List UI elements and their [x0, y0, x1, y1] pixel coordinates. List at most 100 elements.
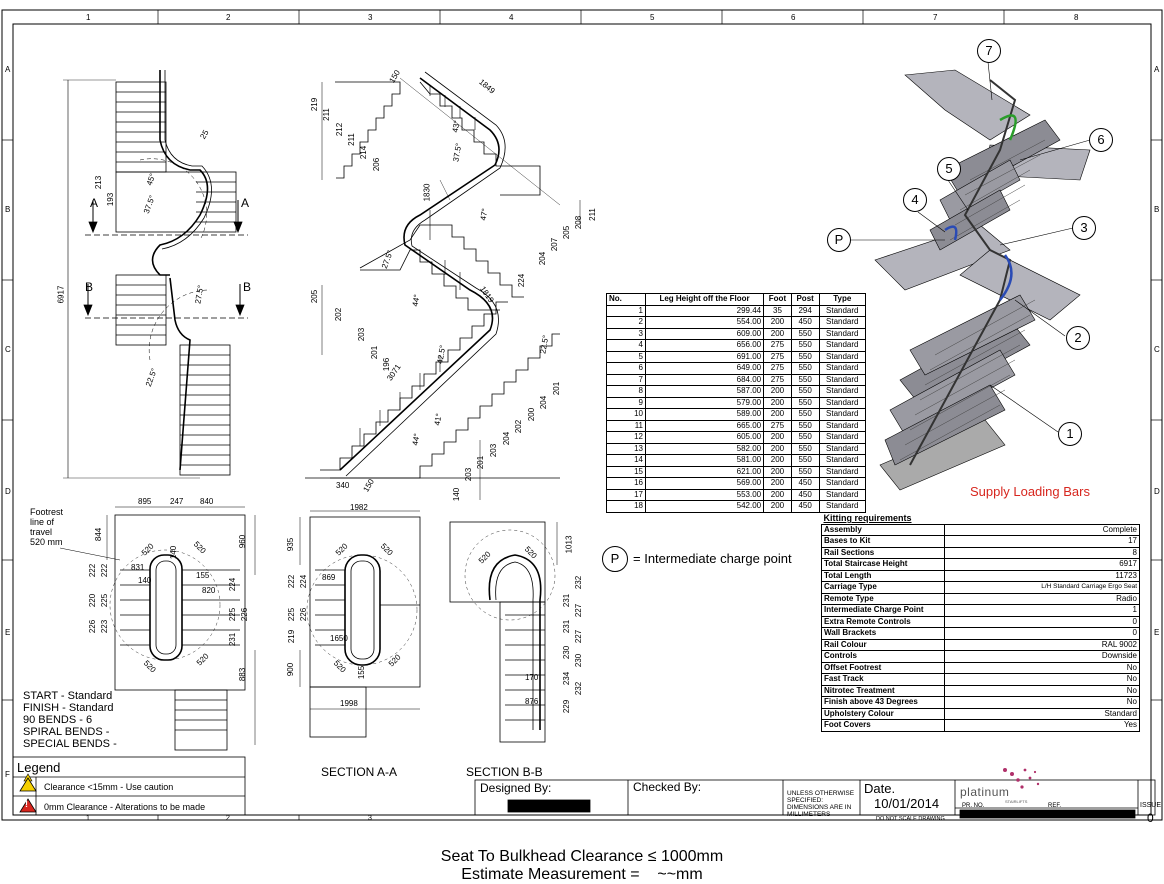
aa-226: 226 [299, 607, 309, 622]
plan-label-226-b: 226 [240, 607, 250, 622]
aa-155: 155 [357, 665, 367, 680]
aa-dim-935: 935 [286, 537, 296, 552]
leg-height: 299.44 [644, 304, 765, 317]
leg-post: 550 [790, 396, 820, 409]
leg-height: 691.00 [644, 350, 765, 363]
leg-foot: 275 [763, 362, 792, 375]
leg-height: 579.00 [644, 396, 765, 409]
leg-no: 3 [606, 327, 646, 340]
leg-height: 665.00 [644, 419, 765, 432]
leg-foot: 275 [763, 419, 792, 432]
col-label-4: 4 [509, 13, 514, 22]
section-b-marker-right: B [243, 280, 252, 294]
row-label-b-right: B [1154, 205, 1160, 214]
leg-post: 450 [790, 500, 820, 513]
leg-foot: 200 [763, 500, 792, 513]
leg-no: 17 [606, 488, 646, 501]
leg-post: 550 [790, 350, 820, 363]
section-a-marker-right: A [241, 196, 250, 210]
footrest-note: Footrest line of travel 520 mm [30, 507, 63, 547]
kitting-value: No [944, 673, 1140, 686]
plan-label-225-a: 225 [100, 593, 110, 608]
col-label-7: 7 [933, 13, 938, 22]
dim-140: 140 [452, 487, 462, 502]
plan-label-220: 220 [88, 593, 98, 608]
leg-post: 450 [790, 488, 820, 501]
units-line-2: SPECIFIED: [787, 797, 824, 804]
leg-type: Standard [818, 362, 866, 375]
plan-label-231: 231 [228, 632, 238, 647]
kitting-key: Upholstery Colour [821, 707, 945, 720]
leg-post: 550 [790, 442, 820, 455]
col-label-1: 1 [86, 13, 91, 22]
leg-no: 7 [606, 373, 646, 386]
designed-by-label: Designed By: [480, 781, 552, 795]
section-b-marker-left: B [85, 280, 94, 294]
dim-204-b: 204 [539, 395, 549, 410]
bb-231-a: 231 [562, 593, 572, 608]
dim-202-b: 202 [514, 419, 524, 434]
dim-207: 207 [550, 237, 560, 252]
dim-203-c: 203 [489, 443, 499, 458]
elevation-view-left [63, 70, 248, 479]
legend-item-caution: Clearance <15mm - Use caution [44, 782, 174, 792]
units-line-1: UNLESS OTHERWISE [787, 790, 855, 797]
kitting-value: 0 [944, 627, 1140, 640]
leg-height: 581.00 [644, 454, 765, 467]
bb-227-b: 227 [574, 629, 584, 644]
leg-no: 9 [606, 396, 646, 409]
plan-label-155: 155 [196, 571, 210, 580]
aa-dim-1982: 1982 [350, 503, 368, 512]
callout-4: 4 [903, 188, 927, 212]
leg-post: 450 [790, 316, 820, 329]
row-label-e: E [5, 628, 11, 637]
leg-type: Standard [818, 431, 866, 444]
dim-201-c: 201 [552, 381, 562, 396]
kitting-key: Offset Footrest [821, 661, 945, 674]
row-label-d: D [5, 487, 11, 496]
leg-height: 554.00 [644, 316, 765, 329]
kitting-title: Kitting requirements [823, 513, 912, 523]
dim-193: 193 [106, 192, 116, 207]
leg-table-header-type: Type [818, 293, 866, 306]
leg-height: 684.00 [644, 373, 765, 386]
ref-label: REF. [1048, 803, 1062, 809]
bb-229: 229 [562, 699, 572, 714]
leg-no: 10 [606, 408, 646, 421]
footer-note: Seat To Bulkhead Clearance ≤ 1000mm Esti… [0, 848, 1164, 884]
kitting-value: 11723 [944, 569, 1140, 582]
leg-post: 550 [790, 408, 820, 421]
leg-height: 649.00 [644, 362, 765, 375]
leg-foot: 200 [763, 442, 792, 455]
kitting-value: 8 [944, 546, 1140, 559]
leg-foot: 35 [763, 304, 792, 317]
row-label-c: C [5, 345, 11, 354]
dim-200: 200 [527, 407, 537, 422]
leg-type: Standard [818, 316, 866, 329]
plan-label-831: 831 [131, 563, 145, 572]
kitting-value: Radio [944, 592, 1140, 605]
dim-211-a: 211 [321, 108, 331, 121]
leg-table-header-post: Post [790, 293, 820, 306]
leg-post: 550 [790, 431, 820, 444]
leg-type: Standard [818, 465, 866, 478]
leg-no: 13 [606, 442, 646, 455]
leg-height: 605.00 [644, 431, 765, 444]
leg-height: 656.00 [644, 339, 765, 352]
plan-dim-883: 883 [238, 667, 248, 682]
row-label-f: F [5, 770, 10, 779]
bb-230-b: 230 [574, 653, 584, 668]
estimate-measurement-line: Estimate Measurement = ~~mm [461, 866, 703, 883]
bb-230-a: 230 [562, 645, 572, 660]
leg-foot: 200 [763, 385, 792, 398]
